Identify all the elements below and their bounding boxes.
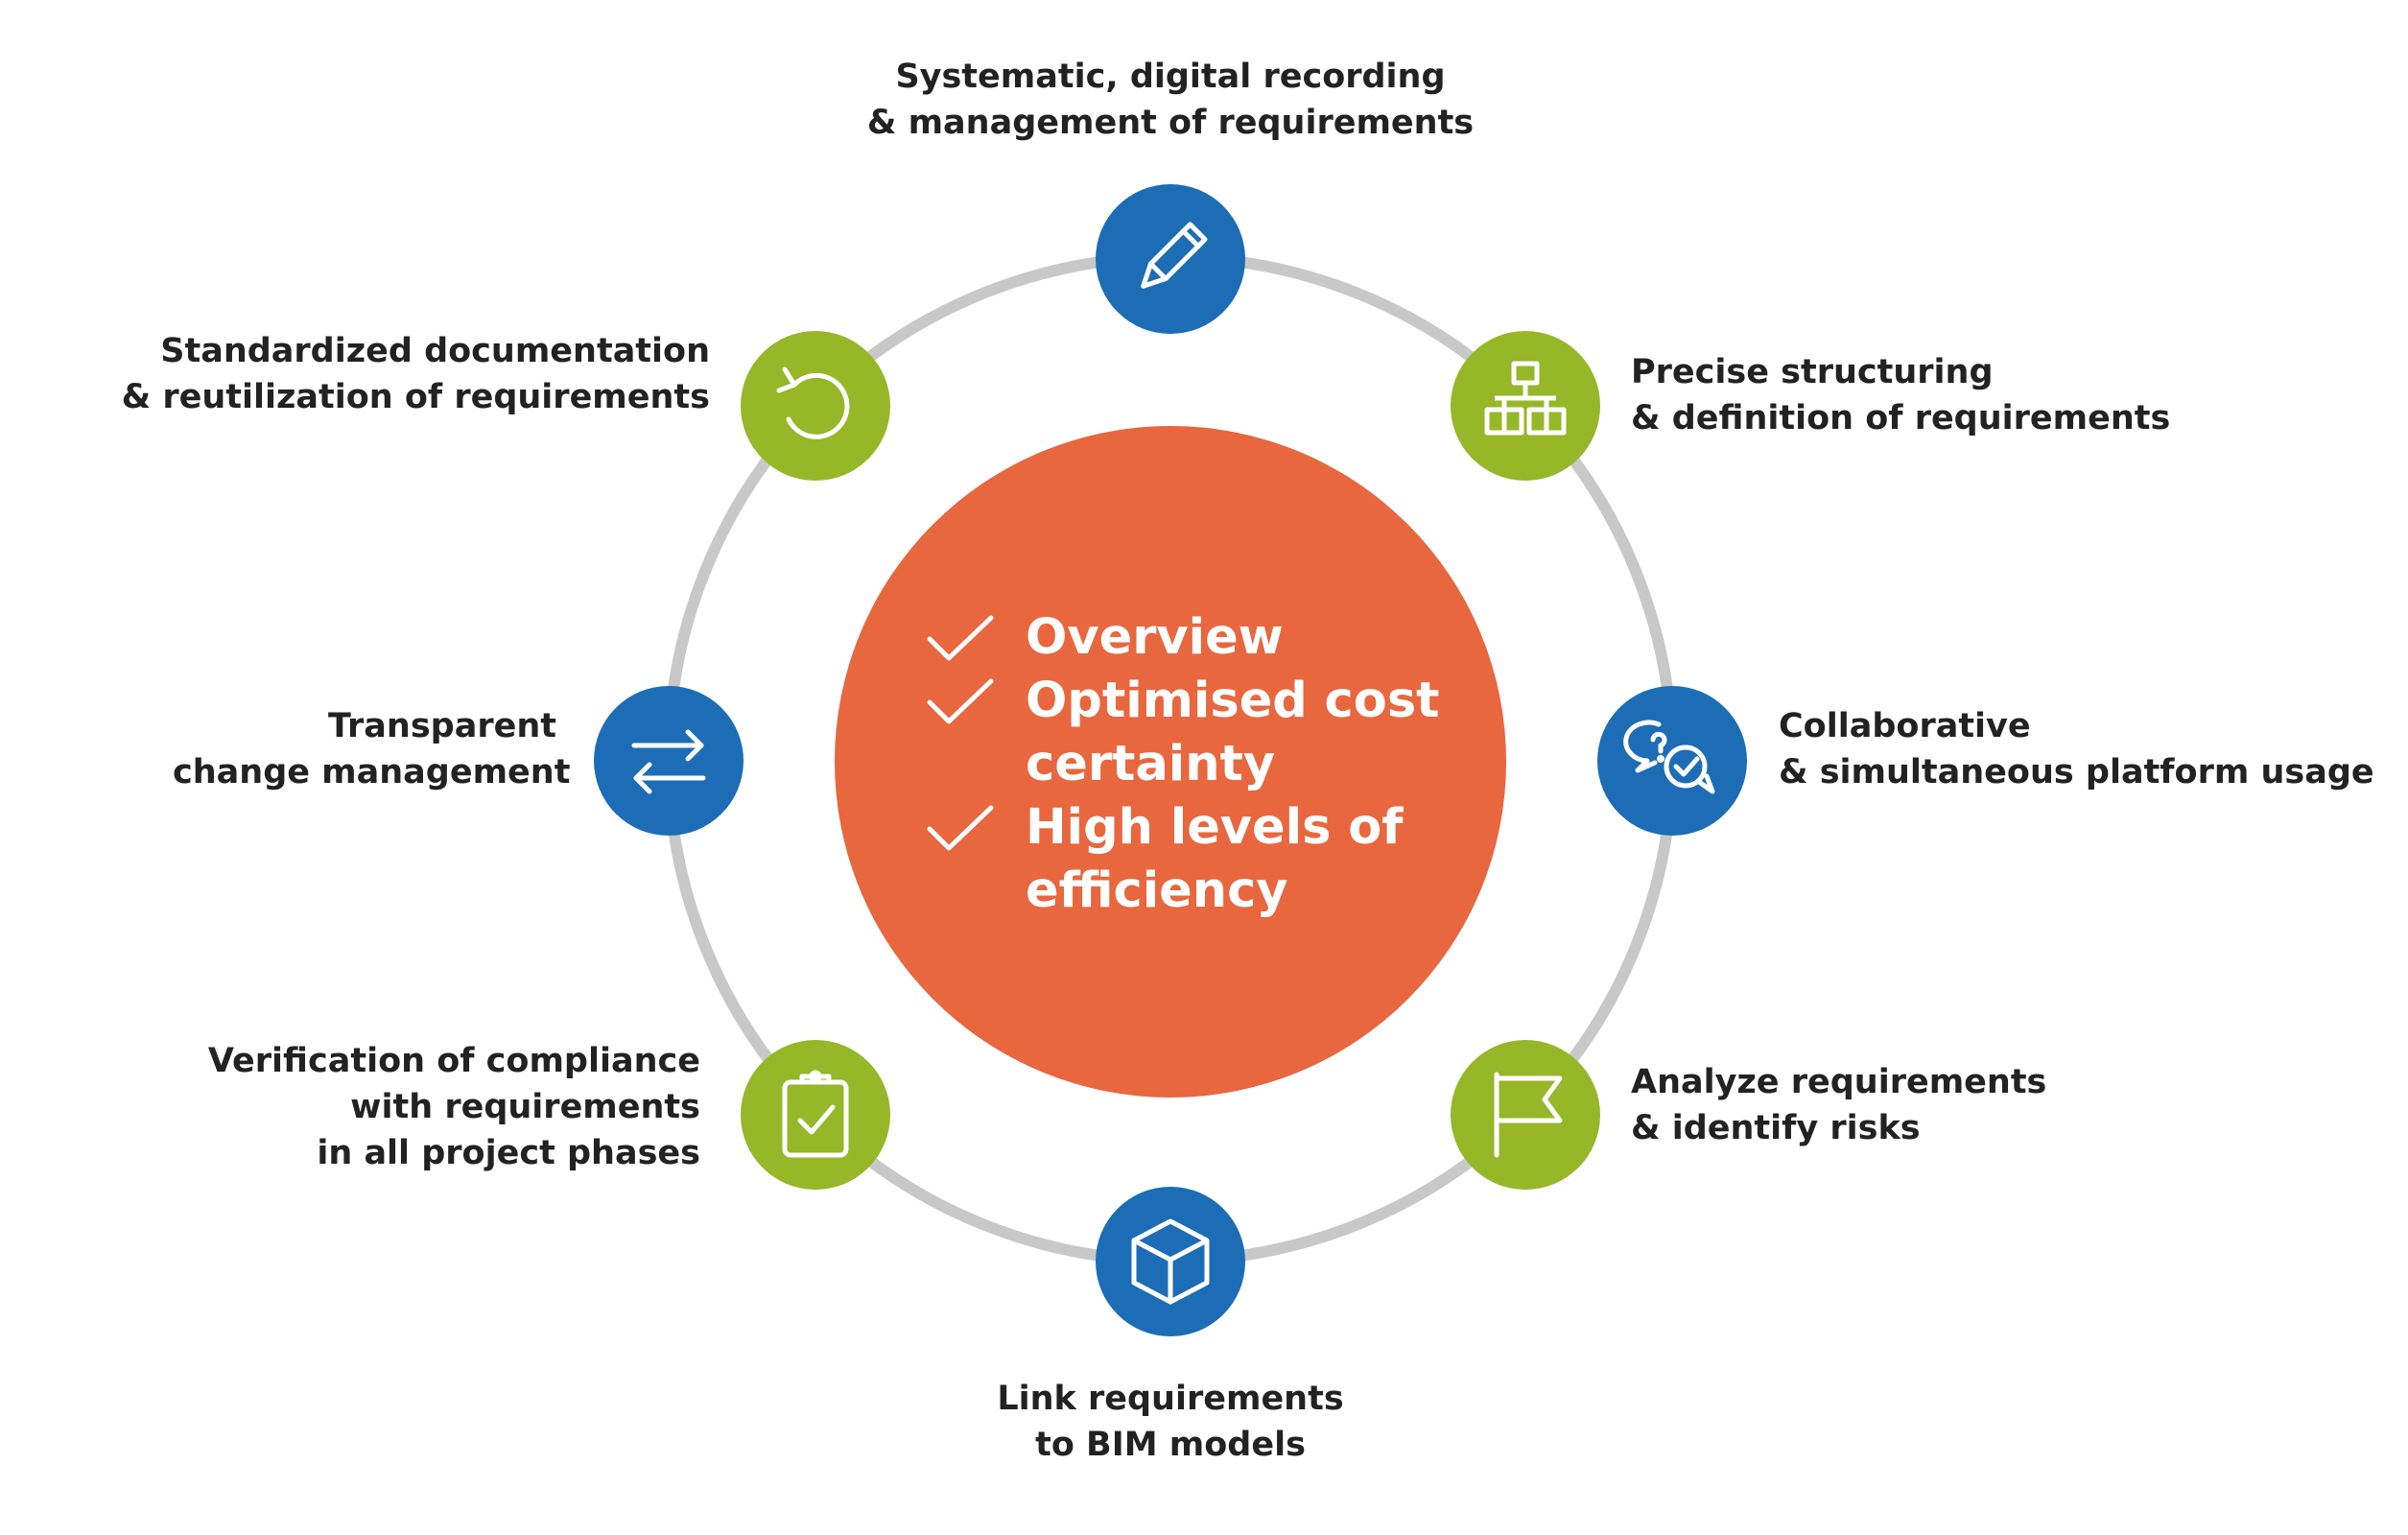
benefit-text: Overview <box>1026 606 1440 670</box>
benefit-item-efficiency: High levels of efficiency <box>926 796 1440 923</box>
clipboard-check-icon <box>782 1070 849 1158</box>
node-label-bim: Link requirements to BIM models <box>997 1380 1344 1464</box>
node-risks <box>1451 1040 1600 1190</box>
hierarchy-icon <box>1484 361 1567 436</box>
benefit-line: High levels of <box>1026 799 1404 856</box>
chat-bubbles-icon <box>1623 720 1715 794</box>
node-compliance <box>741 1040 890 1190</box>
undo-icon <box>776 366 850 439</box>
check-icon <box>927 615 994 661</box>
node-label-structuring: Precise structuring & definition of requ… <box>1631 353 2171 437</box>
node-circle <box>1096 184 1245 334</box>
benefit-list: Overview Optimised cost certainty High l… <box>926 606 1440 923</box>
node-collaboration <box>1597 686 1747 836</box>
benefit-line: Overview <box>1026 609 1284 666</box>
node-label-documentation: Standardized documentation & reutilizati… <box>121 332 710 416</box>
benefit-item-cost-certainty: Optimised cost certainty <box>926 670 1440 796</box>
benefit-line: certainty <box>1026 736 1276 792</box>
node-label-risks: Analyze requirements & identify risks <box>1631 1063 2047 1147</box>
benefit-item-overview: Overview <box>926 606 1440 670</box>
center-circle <box>835 426 1506 1098</box>
node-circle <box>741 331 890 481</box>
swap-arrows-icon <box>631 729 706 794</box>
node-label-compliance: Verification of compliance with requirem… <box>207 1042 700 1172</box>
node-label-collaboration: Collaborative & simultaneous platform us… <box>1779 707 2374 791</box>
node-circle <box>1597 686 1747 836</box>
flag-icon <box>1494 1072 1563 1158</box>
benefit-line: Optimised cost <box>1026 673 1440 729</box>
node-change <box>594 686 744 836</box>
node-circle <box>1451 331 1600 481</box>
node-circle <box>741 1040 890 1190</box>
cube-icon <box>1131 1218 1210 1305</box>
node-circle <box>594 686 744 836</box>
pencil-icon <box>1141 222 1208 289</box>
node-bim <box>1096 1187 1245 1336</box>
node-structuring <box>1451 331 1600 481</box>
node-label-change: Transparent change management <box>173 707 571 791</box>
benefit-line: efficiency <box>1026 862 1288 919</box>
benefit-text: High levels of efficiency <box>1026 796 1440 923</box>
node-recording <box>1096 184 1245 334</box>
node-documentation <box>741 331 890 481</box>
check-icon <box>927 805 994 851</box>
node-circle <box>1451 1040 1600 1190</box>
node-label-recording: Systematic, digital recording & manageme… <box>866 58 1475 142</box>
benefit-text: Optimised cost certainty <box>1026 670 1440 796</box>
check-icon <box>927 678 994 724</box>
